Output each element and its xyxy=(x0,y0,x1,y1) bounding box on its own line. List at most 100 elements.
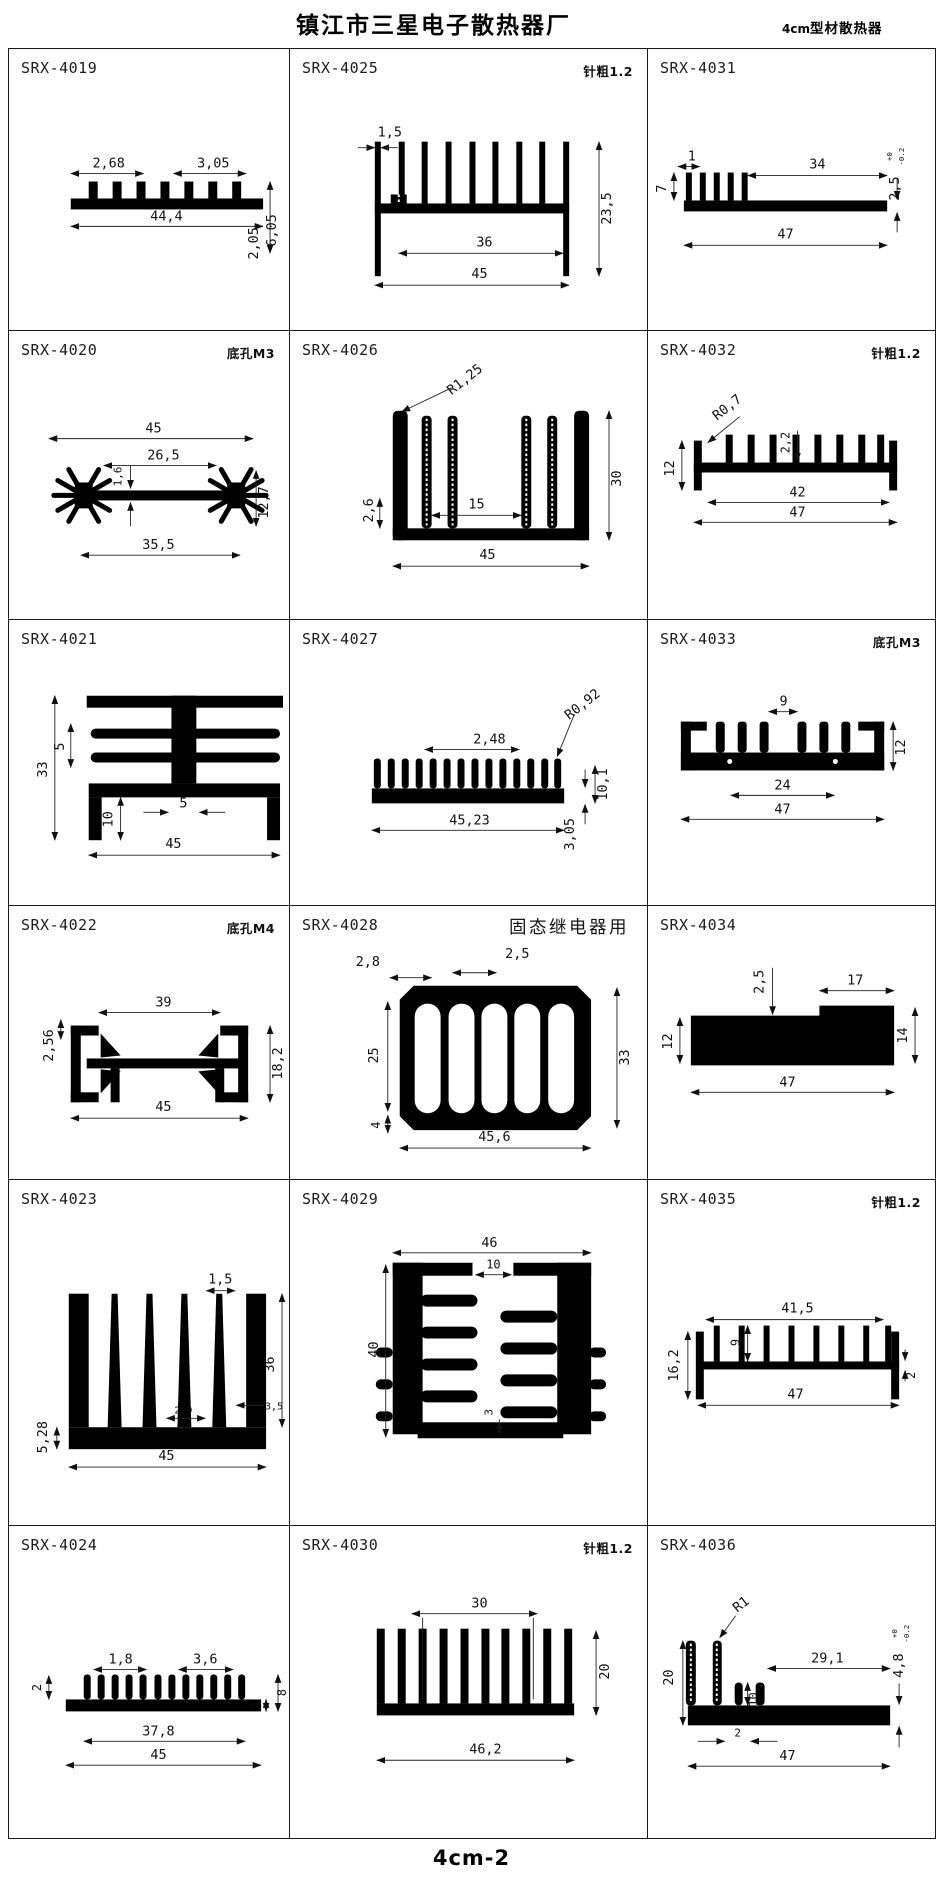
part-number: SRX-4023 xyxy=(21,1190,98,1208)
part-number: SRX-4027 xyxy=(302,630,379,648)
dim-label: 3,05 xyxy=(563,818,578,850)
dim-label: 44,4 xyxy=(150,209,182,224)
page-subtitle: 4cm型材散热器 xyxy=(782,17,882,37)
dim-label: 36 xyxy=(476,235,492,250)
dim-label: 2,8 xyxy=(356,955,380,970)
dim-label: 2,9 xyxy=(174,1405,192,1416)
dim-label: 18,2 xyxy=(271,1047,286,1079)
dim-label: 5,28 xyxy=(36,1421,51,1453)
dim-label: 35,5 xyxy=(142,538,174,553)
dim-label: 2,2 xyxy=(779,432,793,454)
part-number: SRX-4025 xyxy=(302,59,379,77)
part-number: SRX-4034 xyxy=(660,916,737,934)
dim-label: 39 xyxy=(155,996,171,1011)
dim-label: 4,8 xyxy=(892,1653,907,1677)
dim-label: 47 xyxy=(777,227,793,242)
part-number: SRX-4021 xyxy=(21,630,98,648)
dim-label: 2,48 xyxy=(473,733,505,748)
spec-badge: 针粗1.2 xyxy=(583,64,633,79)
part-number: SRX-4036 xyxy=(660,1536,737,1554)
dim-label: 2,05 xyxy=(247,227,262,259)
dim-label: 1,5 xyxy=(208,1273,232,1288)
dim-label: 2,5 xyxy=(753,970,768,994)
dim-label: 2,5 xyxy=(505,947,529,962)
dim-label: 2 xyxy=(904,1372,918,1379)
dim-label: 17 xyxy=(847,974,863,989)
dim-label: 3 xyxy=(250,1702,261,1708)
dim-label: 20 xyxy=(598,1663,613,1679)
dim-label: 45,23 xyxy=(449,813,489,828)
dim-label: 7 xyxy=(655,184,670,192)
spec-badge: 底孔M3 xyxy=(872,635,921,650)
part-number: SRX-4019 xyxy=(21,59,98,77)
dim-label: 47 xyxy=(779,1749,795,1764)
profile-drawing-SRX-4030: 30 20 46,2 xyxy=(376,1597,613,1764)
dim-label: 9 xyxy=(729,1339,743,1346)
dim-label: 2 xyxy=(30,1684,44,1691)
dim-label: 46 xyxy=(481,1236,497,1251)
spec-badge: 底孔M4 xyxy=(226,921,275,936)
part-number: SRX-4028 xyxy=(302,916,379,934)
dim-label: 1 xyxy=(688,150,696,165)
dim-label: 3,5 xyxy=(265,1401,283,1412)
subtitle-text: 型材散热器 xyxy=(809,21,883,37)
dim-label: R1 xyxy=(731,1594,753,1616)
dim-label: 8 xyxy=(275,1689,289,1696)
dim-label: 2 xyxy=(734,1726,741,1739)
dim-label: -0.2 xyxy=(902,1625,911,1643)
dim-label: 3,05 xyxy=(197,157,229,172)
dim-label: 1,6 xyxy=(112,467,125,487)
dim-label: 5 xyxy=(179,796,187,811)
dim-label: 12 xyxy=(663,460,678,476)
dim-label: R0,7 xyxy=(710,392,745,424)
page-number: 4cm-2 xyxy=(432,1846,511,1870)
dim-label: 5 xyxy=(53,743,68,751)
dim-label: 33 xyxy=(618,1049,633,1065)
dim-label: 3 xyxy=(482,1409,495,1416)
part-number: SRX-4026 xyxy=(302,341,379,359)
dim-label: 12,7 xyxy=(257,486,272,518)
dim-label: 46,2 xyxy=(469,1742,501,1757)
dim-label: 10 xyxy=(102,811,117,827)
dim-label: 6,05 xyxy=(265,214,280,246)
dim-label: R0,92 xyxy=(562,687,603,724)
dim-label: 4 xyxy=(369,1122,383,1129)
dim-label: 30 xyxy=(471,1597,487,1612)
part-number: SRX-4029 xyxy=(302,1190,379,1208)
spec-badge: 底孔M3 xyxy=(226,346,275,361)
spec-badge: 针粗1.2 xyxy=(871,346,921,361)
dim-label: 1,8 xyxy=(108,1653,132,1668)
dim-label: 2,6 xyxy=(362,498,377,522)
dim-label: 24 xyxy=(774,778,790,793)
dim-label: 2,5 xyxy=(888,176,903,200)
dim-label: 15 xyxy=(468,497,484,512)
dim-label: +0 xyxy=(890,1629,899,1638)
dim-label: 20 xyxy=(662,1669,677,1685)
part-number: SRX-4024 xyxy=(21,1536,98,1554)
dim-label: 37,8 xyxy=(142,1724,174,1739)
dim-label: 23,5 xyxy=(600,192,615,224)
